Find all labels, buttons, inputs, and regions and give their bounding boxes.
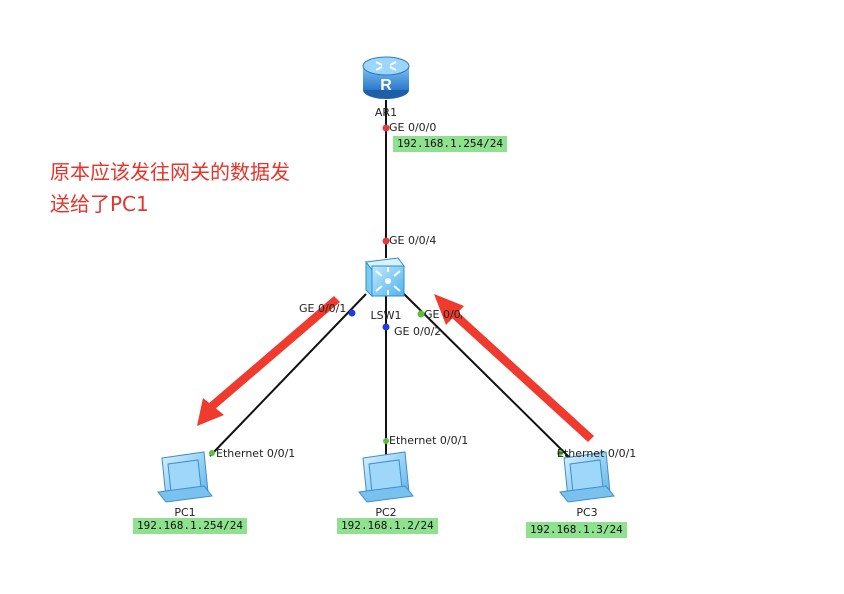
link-lsw1-pc1	[209, 293, 367, 457]
pc2-icon[interactable]	[358, 451, 414, 503]
annotation-line-1: 原本应该发往网关的数据发	[50, 160, 290, 184]
port-dot-pc2-eth	[383, 438, 389, 444]
device-label-pc3: PC3	[576, 506, 598, 519]
port-dot-lsw1-ge004	[382, 237, 390, 245]
device-label-pc2: PC2	[375, 506, 397, 519]
port-label-pc2-eth: Ethernet 0/0/1	[389, 434, 469, 447]
ip-label-pc3: 192.168.1.3/24	[526, 522, 627, 538]
port-label-ar1-ge000: GE 0/0/0	[389, 121, 437, 134]
port-dot-lsw1-ge002	[382, 323, 390, 331]
router-icon[interactable]: R	[362, 56, 410, 99]
port-label-pc3-eth: Ethernet 0/0/1	[557, 447, 637, 460]
device-label-lsw1: LSW1	[370, 309, 402, 322]
port-label-lsw1-ge001: GE 0/0/1	[299, 302, 347, 315]
port-label-lsw1-ge003: GE 0/0/3	[424, 309, 462, 321]
ip-label-pc1: 192.168.1.254/24	[133, 518, 247, 534]
svg-text:R: R	[380, 77, 392, 94]
device-label-ar1: AR1	[374, 106, 398, 119]
port-dot-pc1-eth	[209, 450, 215, 456]
port-label-lsw1-ge002: GE 0/0/2	[394, 325, 442, 338]
port-label-lsw1-ge004: GE 0/0/4	[389, 234, 437, 247]
annotation-text: 原本应该发往网关的数据发 送给了PC1	[50, 156, 290, 220]
arrow-from-pc3	[434, 294, 594, 442]
port-dot-pc3-eth	[557, 450, 563, 456]
port-dot-ar1-ge000	[382, 124, 390, 132]
ip-label-ar1: 192.168.1.254/24	[393, 136, 507, 152]
pc1-icon[interactable]	[157, 451, 213, 503]
port-dot-lsw1-ge003	[417, 310, 425, 318]
pc3-icon[interactable]	[559, 451, 615, 503]
ip-label-pc2: 192.168.1.2/24	[337, 518, 438, 534]
link-lsw1-pc3	[403, 293, 573, 461]
port-dot-lsw1-ge001	[348, 309, 356, 317]
arrow-to-pc1	[197, 296, 340, 426]
annotation-line-2: 送给了PC1	[50, 192, 149, 216]
switch-icon[interactable]	[365, 257, 405, 298]
port-label-pc1-eth: Ethernet 0/0/1	[216, 447, 296, 460]
device-label-pc1: PC1	[174, 506, 196, 519]
